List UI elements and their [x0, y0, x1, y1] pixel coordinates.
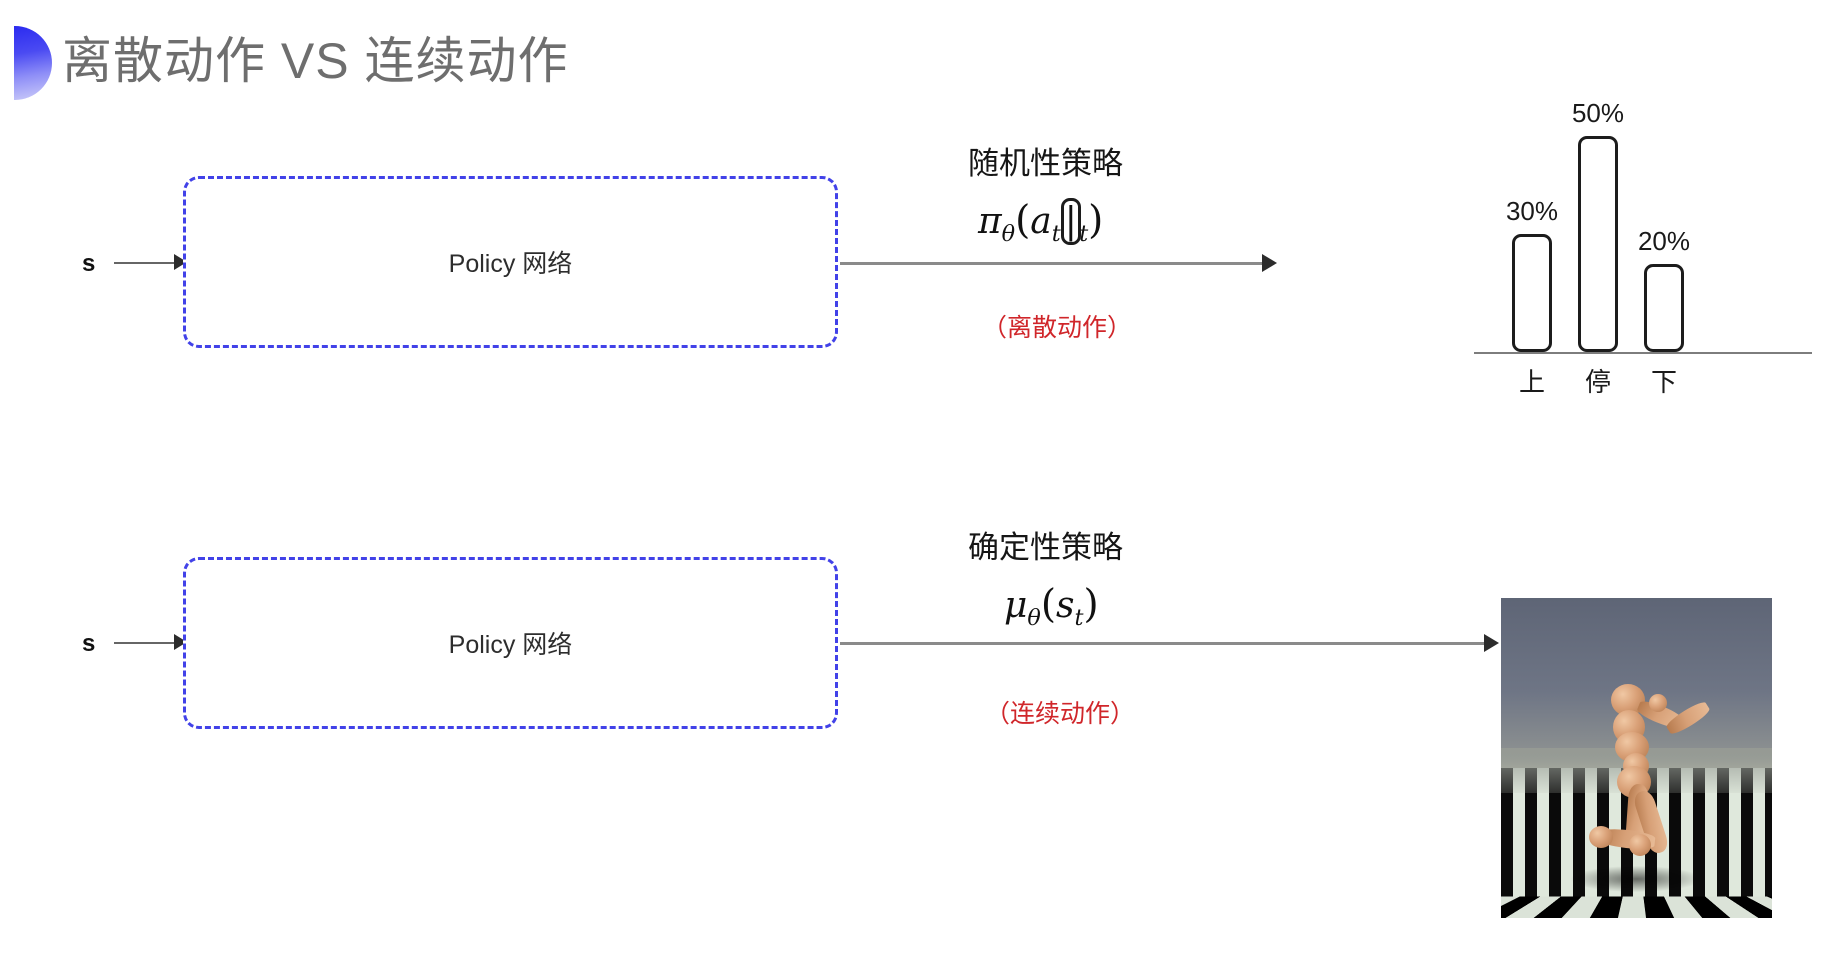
title-bullet-icon — [14, 26, 52, 100]
formula-state-2: s — [1056, 585, 1075, 626]
figure-shadow — [1571, 866, 1701, 892]
state-label-discrete: s — [82, 250, 96, 277]
humanoid-knee — [1629, 834, 1651, 856]
humanoid-simulation-image — [1501, 598, 1772, 918]
bar-category-stop: 停 — [1584, 367, 1611, 397]
checkerboard-floor-perspective — [1501, 896, 1772, 918]
note-continuous-action: （连续动作） — [985, 700, 1136, 728]
formula-state-subscript-2: t — [1074, 605, 1084, 632]
formula-pi: π — [978, 201, 1002, 242]
formula-close-paren: ) — [1088, 198, 1104, 243]
state-label-continuous: s — [82, 630, 96, 657]
formula-stochastic-policy: πθ(at|st) — [978, 198, 1103, 247]
output-arrow-head-continuous — [1484, 634, 1499, 652]
bar-down — [1644, 264, 1684, 352]
formula-open-paren-2: ( — [1040, 582, 1057, 627]
formula-deterministic-policy: μθ(st) — [1004, 582, 1099, 631]
bar-stop — [1578, 136, 1618, 352]
formula-action: a — [1030, 201, 1052, 242]
policy-network-label-continuous: Policy 网络 — [448, 631, 573, 659]
bar-value-up: 30% — [1505, 196, 1559, 226]
formula-mu: μ — [1004, 585, 1028, 626]
bar-value-stop: 50% — [1571, 98, 1625, 128]
humanoid-foot — [1589, 826, 1613, 848]
formula-theta: θ — [1001, 221, 1016, 248]
formula-state-subscript: t — [1079, 221, 1089, 248]
formula-conditional-bar: | — [1060, 198, 1081, 245]
bar-up — [1512, 234, 1552, 352]
humanoid-hand — [1649, 694, 1667, 712]
bar-category-up: 上 — [1518, 367, 1545, 397]
output-arrow-line-continuous — [840, 642, 1490, 645]
formula-close-paren-2: ) — [1083, 582, 1099, 627]
policy-network-box-discrete[interactable]: Policy 网络 — [183, 176, 838, 348]
bar-value-down: 20% — [1637, 226, 1691, 256]
formula-action-subscript: t — [1051, 221, 1061, 248]
formula-theta-2: θ — [1027, 605, 1041, 632]
note-discrete-action: （离散动作） — [982, 314, 1133, 342]
policy-network-box-continuous[interactable]: Policy 网络 — [183, 557, 838, 729]
formula-open-paren: ( — [1015, 198, 1031, 243]
policy-kind-continuous: 确定性策略 — [968, 530, 1123, 565]
input-arrow-line-discrete — [114, 262, 176, 264]
policy-network-label-discrete: Policy 网络 — [448, 250, 573, 278]
bar-chart-axis — [1474, 352, 1812, 354]
policy-kind-discrete: 随机性策略 — [968, 146, 1123, 181]
input-arrow-line-continuous — [114, 642, 176, 644]
output-arrow-line-discrete — [840, 262, 1268, 265]
output-arrow-head-discrete — [1262, 254, 1277, 272]
discrete-action-bar-chart: 30% 50% 20% 上 停 下 — [1468, 96, 1818, 397]
page-title: 离散动作 VS 连续动作 — [62, 33, 569, 89]
bar-category-down: 下 — [1650, 367, 1677, 397]
